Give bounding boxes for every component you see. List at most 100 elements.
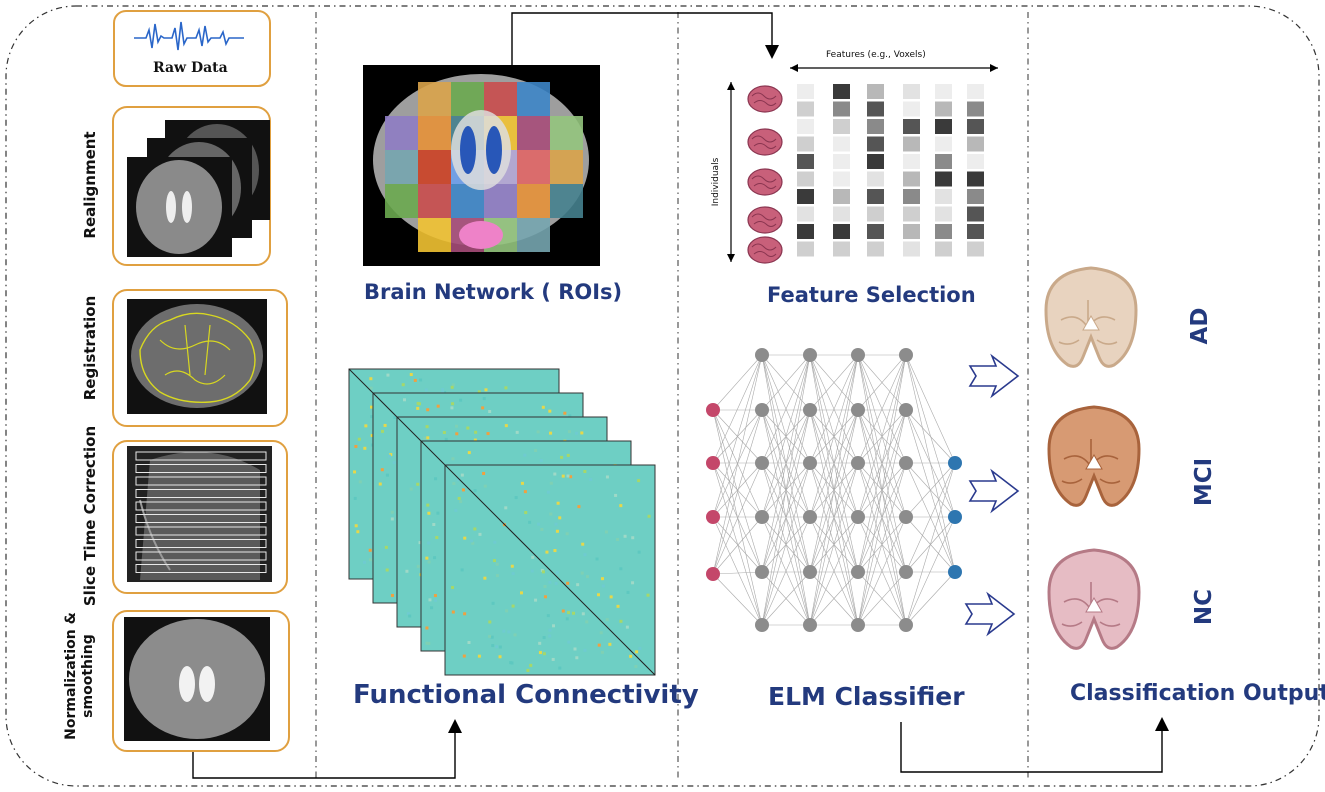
feature-cell — [967, 154, 984, 169]
realignment-box — [112, 106, 271, 266]
feature-cell — [903, 84, 920, 99]
feature-cell — [903, 154, 920, 169]
elm-node — [706, 567, 720, 581]
brain-coronal-icon — [1047, 405, 1141, 507]
feature-cell — [797, 171, 814, 187]
elm-edge — [857, 462, 907, 626]
elm-edge — [712, 462, 763, 626]
elm-edge — [905, 571, 956, 626]
elm-edge — [712, 462, 763, 575]
feature-cell — [935, 241, 952, 257]
brain-icon — [747, 236, 783, 264]
feature-cell — [935, 224, 952, 239]
feature-cell — [967, 241, 984, 257]
feature-cell — [833, 136, 850, 152]
elm-edge — [712, 354, 763, 575]
raw-data-box — [113, 10, 271, 87]
elm-node — [803, 565, 817, 579]
elm-classifier-title: ELM Classifier — [768, 682, 965, 711]
feature-cell — [935, 119, 952, 134]
elm-edge — [857, 354, 907, 464]
elm-node — [706, 456, 720, 470]
feature-cell — [935, 84, 952, 99]
elm-node — [899, 565, 913, 579]
feature-cell — [867, 119, 884, 134]
feature-cell — [867, 224, 884, 239]
feature-cell — [935, 206, 952, 222]
elm-edge — [712, 354, 763, 411]
class-label-ad: AD — [1187, 307, 1213, 345]
elm-edge — [857, 571, 907, 626]
feature-cell — [903, 136, 920, 152]
elm-node — [706, 403, 720, 417]
elm-edge — [905, 516, 956, 626]
feature-cell — [833, 101, 850, 117]
feature-cell — [867, 206, 884, 222]
elm-edge — [857, 354, 907, 411]
feature-cell — [867, 136, 884, 152]
feature-cell — [903, 101, 920, 117]
elm-node — [803, 618, 817, 632]
features-label: Features (e.g., Voxels) — [826, 50, 926, 60]
feature-cell — [797, 101, 814, 117]
step-label-slice-time: Slice Time Correction — [81, 425, 99, 607]
features-arrow — [790, 64, 998, 72]
feature-cell — [867, 241, 884, 257]
registration-box — [112, 289, 288, 427]
elm-node — [851, 510, 865, 524]
elm-edge — [905, 462, 956, 626]
elm-edge — [857, 354, 907, 518]
brain-network-title: Brain Network ( ROIs) — [364, 280, 623, 304]
elm-node — [755, 510, 769, 524]
normalized-brain-slice — [129, 619, 265, 739]
elm-edge — [761, 571, 811, 626]
normalization-line-1: Normalization & — [63, 612, 79, 740]
hollow-arrow-icon — [968, 353, 1020, 399]
elm-edge — [712, 573, 763, 626]
feature-cell — [903, 241, 920, 257]
feature-cell — [797, 154, 814, 169]
connectivity-matrix-stack — [348, 368, 656, 676]
output-brain-icons — [1044, 266, 1141, 650]
elm-edge — [857, 354, 907, 573]
brain-atlas-image — [363, 65, 600, 266]
elm-edge — [809, 462, 859, 626]
elm-edge — [905, 354, 956, 464]
feature-cell — [797, 136, 814, 152]
elm-edge — [857, 409, 907, 626]
elm-edge — [712, 571, 763, 575]
class-label-nc: NC — [1191, 588, 1217, 626]
feature-cell — [833, 154, 850, 169]
elm-node — [899, 456, 913, 470]
elm-edge — [761, 409, 811, 626]
normalization-box — [112, 610, 290, 752]
elm-node — [803, 403, 817, 417]
feature-cell — [903, 171, 920, 187]
elm-edge — [761, 354, 811, 573]
elm-edge — [761, 462, 811, 626]
elm-node — [803, 456, 817, 470]
elm-edge — [905, 354, 956, 518]
elm-edge — [712, 516, 763, 626]
elm-edge — [712, 354, 763, 518]
feature-cell — [867, 84, 884, 99]
elm-edge — [809, 354, 859, 464]
feature-cell — [867, 171, 884, 187]
elm-node — [803, 510, 817, 524]
elm-node — [948, 510, 962, 524]
feature-cell — [935, 101, 952, 117]
step-label-realignment: Realignment — [81, 131, 99, 239]
elm-edge — [761, 354, 811, 464]
elm-edge — [809, 354, 859, 573]
elm-edge — [809, 354, 859, 411]
feature-cell — [797, 119, 814, 134]
feature-cell — [967, 189, 984, 204]
connector-rois-to-features — [511, 12, 779, 65]
feature-cell — [903, 206, 920, 222]
normalization-line-2: smoothing — [80, 634, 96, 718]
elm-node — [899, 403, 913, 417]
feature-cell — [833, 241, 850, 257]
feature-cell — [935, 136, 952, 152]
feature-cell — [797, 84, 814, 99]
